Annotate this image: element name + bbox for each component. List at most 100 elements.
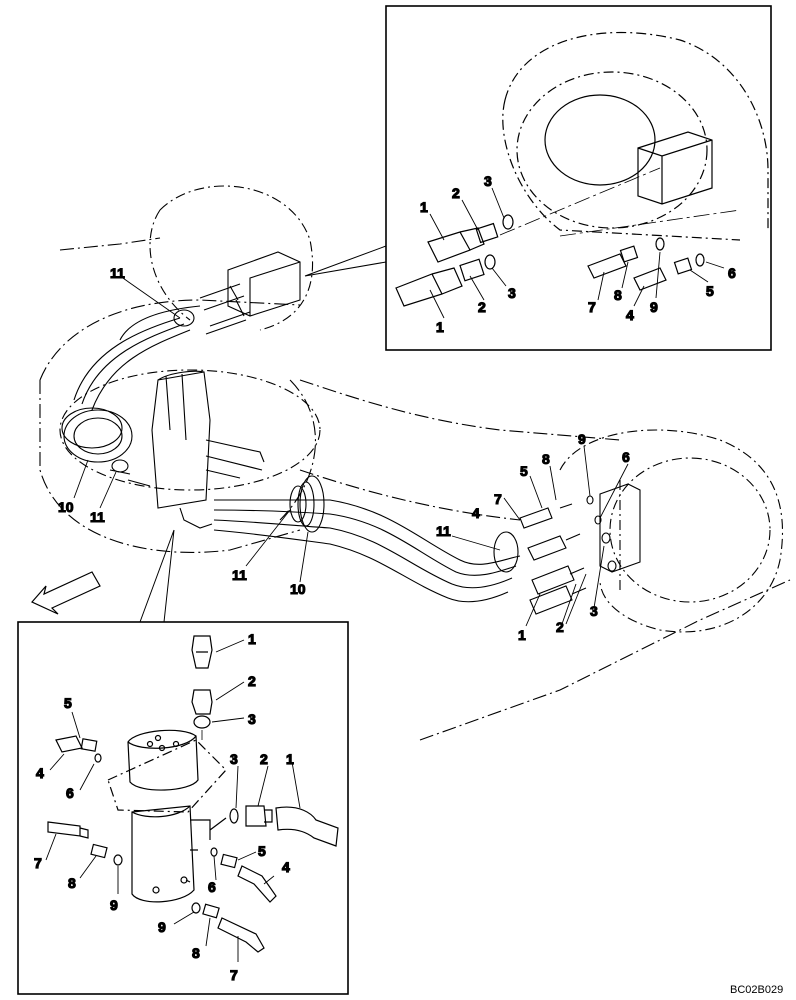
bottom-adapter-8: [90, 843, 108, 859]
top-motor-hub: [544, 94, 656, 186]
top-callout-9: 9: [650, 299, 658, 315]
main-swivel-fittings: [109, 439, 265, 529]
top-callout-2: 2: [452, 185, 460, 201]
bottom-swivel-ports: [185, 817, 227, 883]
bottom-oring-3r: [229, 808, 239, 824]
main-assembly: 11 10 11 11 10 9 8 6 5 7 4 11 1 2 3: [39, 185, 791, 741]
top-oring-6: [695, 253, 705, 267]
main-callout-10: 10: [290, 581, 306, 597]
main-callout-5: 5: [520, 463, 528, 479]
main-left-valve: [227, 251, 301, 317]
top-oring-9: [655, 237, 665, 251]
bottom-fitting-4r: [237, 865, 277, 903]
bottom-leaders: [45, 639, 301, 962]
main-grommet-right-11: [493, 531, 519, 573]
top-inset-pointer: [304, 245, 387, 277]
main-oring-right-9: [586, 495, 594, 505]
bottom-swivel-bolt: [146, 740, 154, 748]
top-callout-1: 1: [436, 319, 444, 335]
top-fitting-7: [587, 253, 627, 279]
main-oring-right-6: [594, 515, 602, 525]
main-right-flange: [609, 457, 771, 603]
top-callout-4: 4: [626, 307, 634, 323]
top-adapter-8: [619, 245, 639, 263]
main-right-motor: [559, 429, 784, 633]
bottom-swivel-body: [131, 805, 195, 903]
main-callout-2: 2: [556, 619, 564, 635]
front-direction-arrow: [31, 571, 101, 615]
bottom-callout-4: 4: [36, 765, 44, 781]
top-callout-6: 6: [728, 265, 736, 281]
bottom-callout-3: 3: [248, 711, 256, 727]
top-callout-3: 3: [484, 173, 492, 189]
main-callout-10: 10: [58, 499, 74, 515]
bottom-swivel-bolt: [172, 740, 180, 748]
bottom-callout-7: 7: [230, 967, 238, 983]
main-callout-9: 9: [578, 431, 586, 447]
bottom-callout-9: 9: [110, 897, 118, 913]
main-oring-left-11: [111, 459, 129, 473]
top-adapter-2a: [475, 222, 499, 244]
bottom-callout-9: 9: [158, 919, 166, 935]
bottom-adapter-2: [191, 689, 213, 715]
bottom-adapter-5r: [220, 853, 238, 869]
bottom-callout-8: 8: [192, 945, 200, 961]
main-callout-7: 7: [494, 491, 502, 507]
top-inset-frame: [385, 5, 772, 351]
bottom-swivel-flange: [107, 739, 227, 813]
bottom-callout-1: 1: [286, 751, 294, 767]
main-turntable: [59, 369, 321, 491]
main-swivel-joint: [151, 370, 211, 509]
top-oring-3a: [502, 214, 514, 230]
main-leaders: [73, 275, 629, 627]
main-callout-3: 3: [590, 603, 598, 619]
main-hoses-upper: [73, 305, 201, 411]
bottom-callout-7: 7: [34, 855, 42, 871]
bottom-callout-6: 6: [66, 785, 74, 801]
top-fitting-1a: [427, 227, 485, 263]
bottom-adapter-5: [80, 738, 98, 752]
main-left-motor: [149, 185, 314, 331]
bottom-hose-1r: [275, 806, 339, 847]
top-callout-8: 8: [614, 287, 622, 303]
main-callout-1: 1: [518, 627, 526, 643]
bottom-fitting-4: [55, 735, 83, 753]
bottom-swivel-top: [127, 729, 199, 791]
bottom-oring-6r: [210, 847, 218, 857]
main-left-fittings: [199, 283, 251, 335]
main-hoses-long: [213, 499, 521, 603]
main-grommet-center-front: [289, 485, 307, 523]
bottom-oring-3: [193, 715, 211, 729]
bottom-swivel-bolt: [154, 734, 162, 742]
top-callout-3: 3: [508, 285, 516, 301]
bottom-adapter-8b: [202, 903, 220, 919]
top-callout-1: 1: [420, 199, 428, 215]
top-callout-2: 2: [478, 299, 486, 315]
bottom-callout-5: 5: [64, 695, 72, 711]
bottom-detail-inset: 1 2 3 5 4 6 3 2 1 7 8 9 5 6 4 9 8 7: [17, 621, 349, 995]
top-callout-5: 5: [706, 283, 714, 299]
main-callout-11: 11: [436, 523, 451, 539]
bottom-callout-2: 2: [248, 673, 256, 689]
drawing-code: BC02B029: [730, 984, 783, 996]
top-valve-block: [637, 131, 713, 205]
bottom-fitting-7: [47, 821, 89, 839]
main-callout-6: 6: [622, 449, 630, 465]
bottom-callout-2: 2: [260, 751, 268, 767]
top-center-line: [499, 167, 741, 237]
top-motor-housing: [502, 31, 769, 241]
bottom-callout-8: 8: [68, 875, 76, 891]
bottom-callout-1: 1: [248, 631, 256, 647]
bottom-callout-4: 4: [282, 859, 290, 875]
top-oring-3b: [484, 254, 496, 270]
bottom-inset-frame: [17, 621, 349, 995]
top-fitting-1b: [395, 267, 463, 307]
bottom-oring-9: [113, 854, 123, 866]
main-callout-8: 8: [542, 451, 550, 467]
top-detail-inset: 1 2 3 1 2 3 7 8 4 9 5 6: [385, 5, 772, 351]
top-callout-7: 7: [588, 299, 596, 315]
bottom-swivel-port: [180, 876, 188, 884]
main-frame-outline: [39, 237, 791, 741]
main-callout-11: 11: [110, 265, 125, 281]
